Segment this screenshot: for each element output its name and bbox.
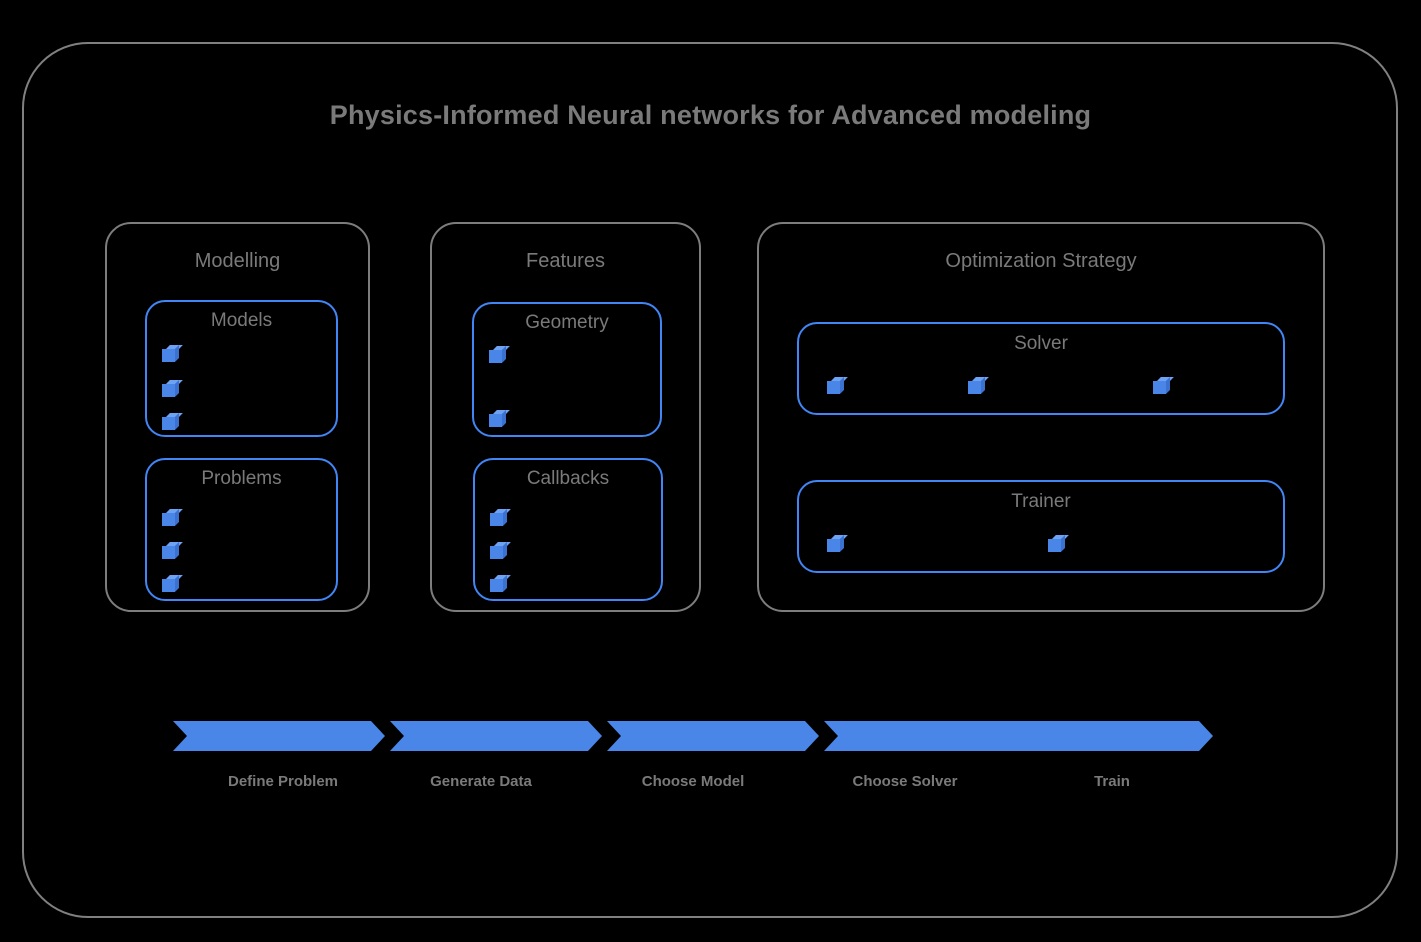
pipeline-arrow-2[interactable] xyxy=(390,721,602,751)
pipeline-step-label-2: Generate Data xyxy=(430,773,532,790)
cube-icon xyxy=(489,346,510,363)
pipeline-step-label-5: Train xyxy=(1094,773,1130,790)
cube-icon xyxy=(1153,377,1174,394)
cube-icon xyxy=(827,535,848,552)
sub-box-solver[interactable]: Solver xyxy=(797,322,1285,415)
sub-box-geometry[interactable]: Geometry xyxy=(472,302,662,437)
sub-box-callbacks[interactable]: Callbacks xyxy=(473,458,663,601)
group-box-features: Features xyxy=(430,222,701,612)
sub-title-callbacks: Callbacks xyxy=(526,468,610,489)
group-title-optimization-strategy: Optimization Strategy xyxy=(945,250,1137,272)
sub-title-models: Models xyxy=(210,310,273,331)
cube-icon xyxy=(162,509,183,526)
group-title-modelling: Modelling xyxy=(194,250,281,272)
pipeline-arrow-1[interactable] xyxy=(173,721,385,751)
group-title-features: Features xyxy=(526,250,605,272)
cube-icon xyxy=(162,380,183,397)
sub-title-problems: Problems xyxy=(201,468,282,489)
group-box-modelling: Modelling xyxy=(105,222,370,612)
cube-icon xyxy=(162,542,183,559)
cube-icon xyxy=(1048,535,1069,552)
cube-icon xyxy=(490,542,511,559)
cube-icon xyxy=(489,410,510,427)
group-box-optimization-strategy: Optimization Strategy xyxy=(757,222,1325,612)
diagram-outer-frame xyxy=(22,42,1398,918)
sub-title-trainer: Trainer xyxy=(1011,491,1071,512)
sub-box-trainer[interactable]: Trainer xyxy=(797,480,1285,573)
cube-icon xyxy=(827,377,848,394)
sub-box-models[interactable]: Models xyxy=(145,300,338,437)
cube-icon xyxy=(162,345,183,362)
pipeline-arrow-5[interactable] xyxy=(1001,721,1213,751)
cube-icon xyxy=(490,575,511,592)
pipeline-step-label-3: Choose Model xyxy=(641,773,745,790)
page-title: Physics-Informed Neural networks for Adv… xyxy=(329,100,1092,130)
cube-icon xyxy=(490,509,511,526)
sub-title-geometry: Geometry xyxy=(525,312,609,333)
sub-title-solver: Solver xyxy=(1014,333,1068,354)
pipeline-arrows xyxy=(173,721,1213,751)
cube-icon xyxy=(162,413,183,430)
cube-icon xyxy=(162,575,183,592)
pipeline-step-label-4: Choose Solver xyxy=(852,773,958,790)
pipeline-arrow-4[interactable] xyxy=(824,721,1036,751)
sub-box-problems[interactable]: Problems xyxy=(145,458,338,601)
cube-icon xyxy=(968,377,989,394)
pipeline-arrow-3[interactable] xyxy=(607,721,819,751)
pipeline-step-label-1: Define Problem xyxy=(227,773,339,790)
